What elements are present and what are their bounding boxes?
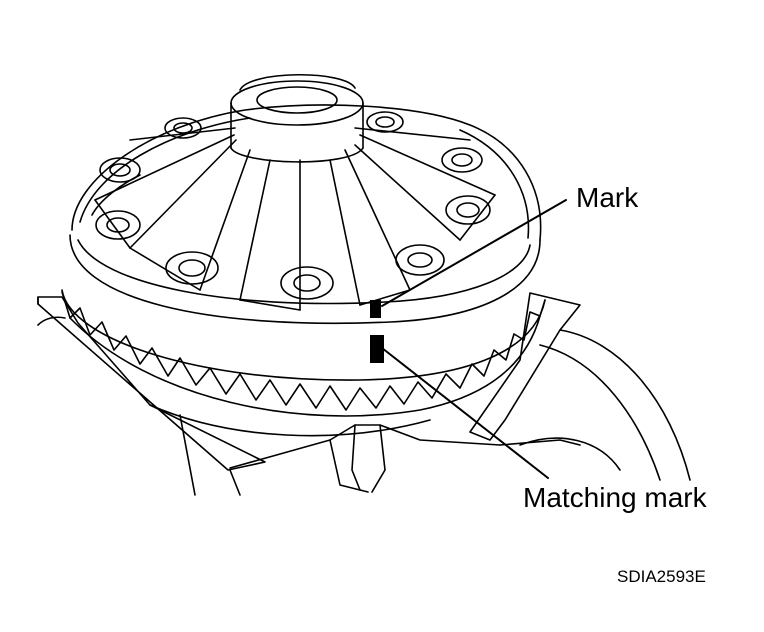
bolt-holes <box>95 111 491 300</box>
bearing-hub <box>230 73 364 163</box>
mark-stripe <box>370 300 381 318</box>
mark-leader-line <box>381 199 567 307</box>
matching-mark-label: Matching mark <box>523 482 707 513</box>
figure-code: SDIA2593E <box>617 567 706 586</box>
gear-case <box>71 104 542 311</box>
mark-label: Mark <box>576 182 639 213</box>
matching-mark-leader-line <box>381 347 549 479</box>
ring-gear <box>61 234 546 437</box>
matching-mark-stripe <box>370 335 384 363</box>
support-housing <box>37 292 691 496</box>
